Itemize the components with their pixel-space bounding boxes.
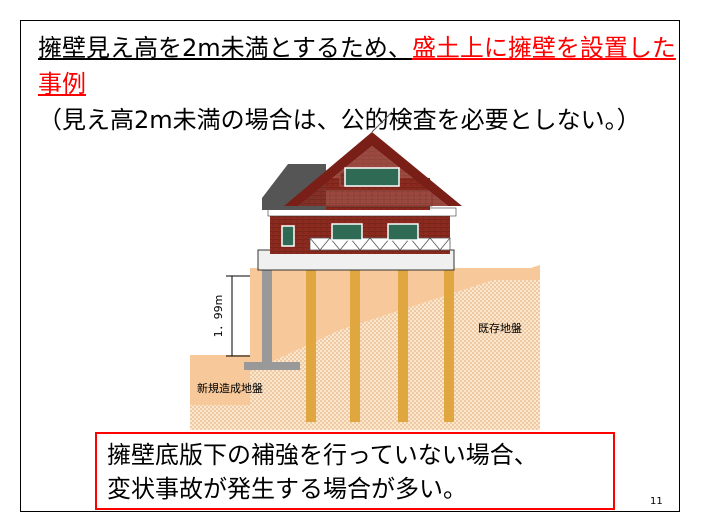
slide-frame — [20, 20, 680, 512]
page-number: 11 — [650, 496, 663, 507]
title-part-1: 擁壁見え高を2m未満とするため、 — [38, 34, 412, 62]
callout-line-2: 変状事故が発生する場合が多い。 — [107, 475, 467, 503]
height-label: 1．99m — [212, 295, 225, 338]
gable-roof — [284, 132, 462, 206]
pile — [306, 270, 316, 422]
existing-ground-label: 既存地盤 — [478, 321, 522, 335]
pile — [398, 270, 408, 422]
fill-soil-upper — [250, 268, 540, 280]
retaining-wall — [244, 270, 300, 370]
pile — [350, 270, 360, 422]
front-ground — [190, 355, 250, 405]
title-part-2-highlight: 盛土上に擁壁を設置した事例 — [38, 34, 676, 98]
title-part-3: （見え高2m未満の場合は、公的検査を必要としない。） — [38, 106, 641, 134]
callout-line-1: 擁壁底版下の補強を行っていない場合、 — [107, 441, 538, 469]
house — [257, 111, 462, 271]
fill-soil — [190, 265, 540, 400]
slide-title: 擁壁見え高を2m未満とするため、盛土上に擁壁を設置した事例 （見え高2m未満の場合… — [38, 30, 678, 138]
new-ground-label: 新規造成地盤 — [197, 381, 263, 395]
warning-callout: 擁壁底版下の補強を行っていない場合、 変状事故が発生する場合が多い。 — [95, 432, 615, 510]
pile — [444, 270, 454, 422]
